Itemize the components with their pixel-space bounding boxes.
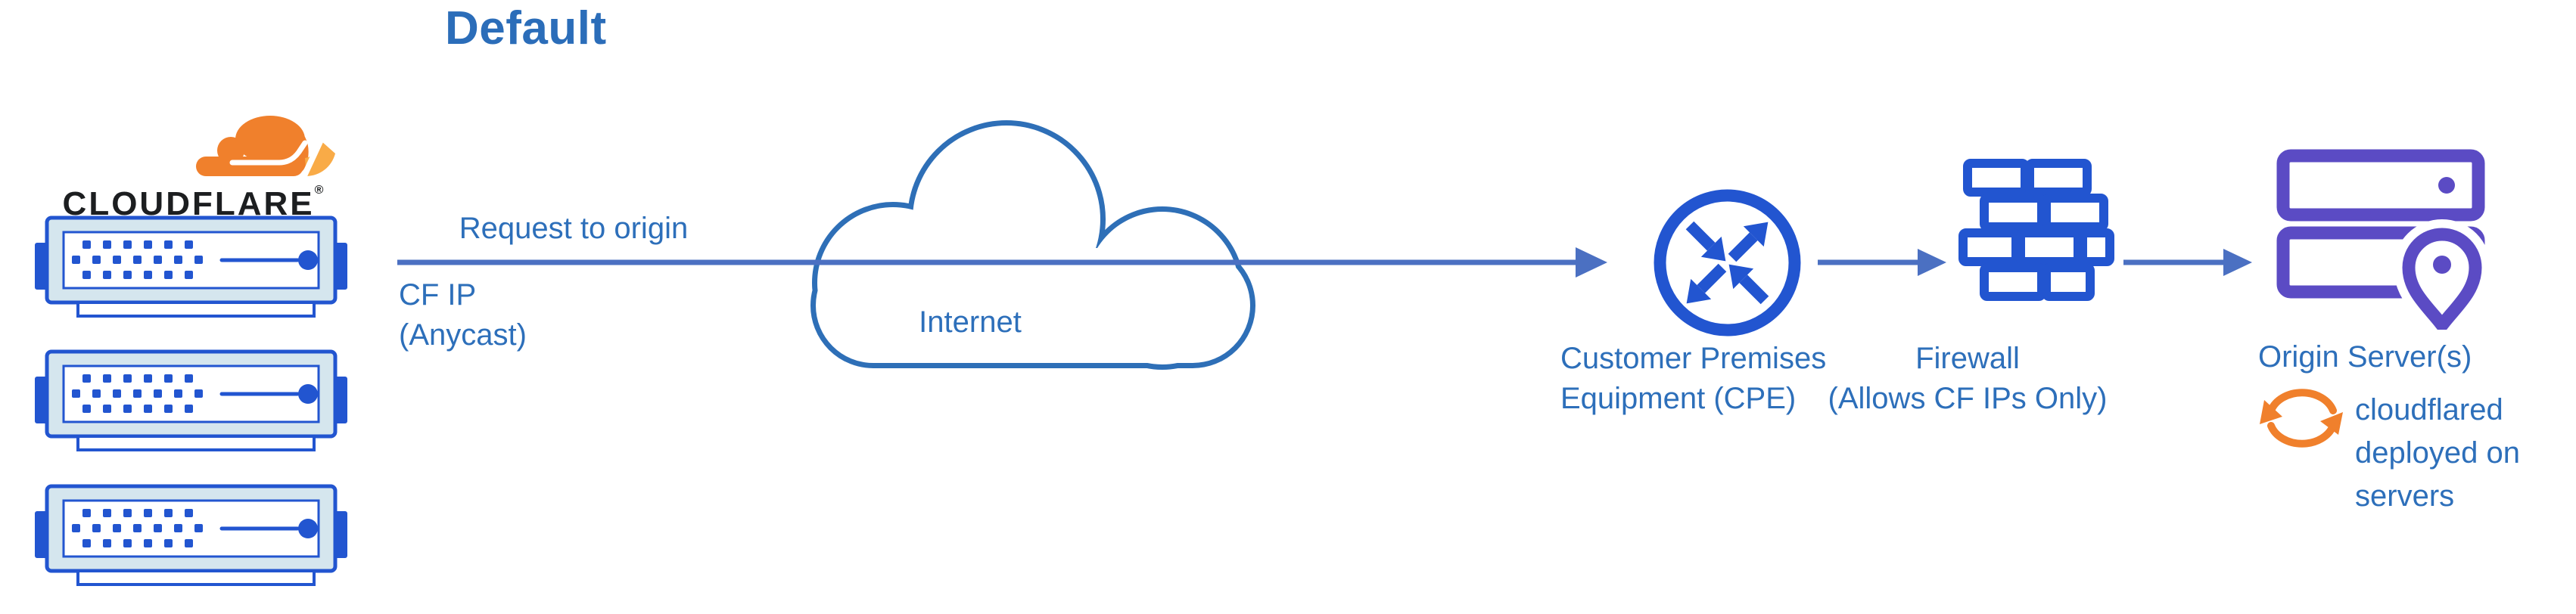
- cloudflare-logo-icon: [196, 116, 335, 182]
- origin-servers-label: Origin Server(s): [2258, 340, 2472, 374]
- cpe-router-icon: [1654, 189, 1801, 336]
- origin-servers-icon: [2276, 149, 2491, 330]
- cf-ip-anycast-label: CF IP (Anycast): [399, 278, 527, 352]
- cloudflared-note: cloudflared deployed on servers: [2355, 393, 2520, 513]
- internet-label: Internet: [919, 305, 1022, 339]
- cloudflare-server-icon: [35, 349, 347, 451]
- arrow-cpe-to-firewall: [1818, 249, 1946, 276]
- registered-mark: ®: [314, 184, 324, 197]
- internet-cloud-icon: [810, 120, 1255, 370]
- location-pin-icon: [2393, 219, 2491, 330]
- cpe-label: Customer Premises Equipment (CPE): [1560, 342, 1827, 415]
- arrow-firewall-to-origin: [2123, 249, 2252, 276]
- diagram-title: Default: [445, 2, 607, 54]
- sync-arrows-icon: [2260, 389, 2343, 448]
- cloudflare-server-icon: [35, 484, 347, 586]
- request-to-origin-label: Request to origin: [459, 212, 689, 245]
- cloudflare-server-icon: [35, 216, 347, 318]
- firewall-icon: [1958, 159, 2114, 301]
- firewall-label: Firewall (Allows CF IPs Only): [1828, 342, 2108, 415]
